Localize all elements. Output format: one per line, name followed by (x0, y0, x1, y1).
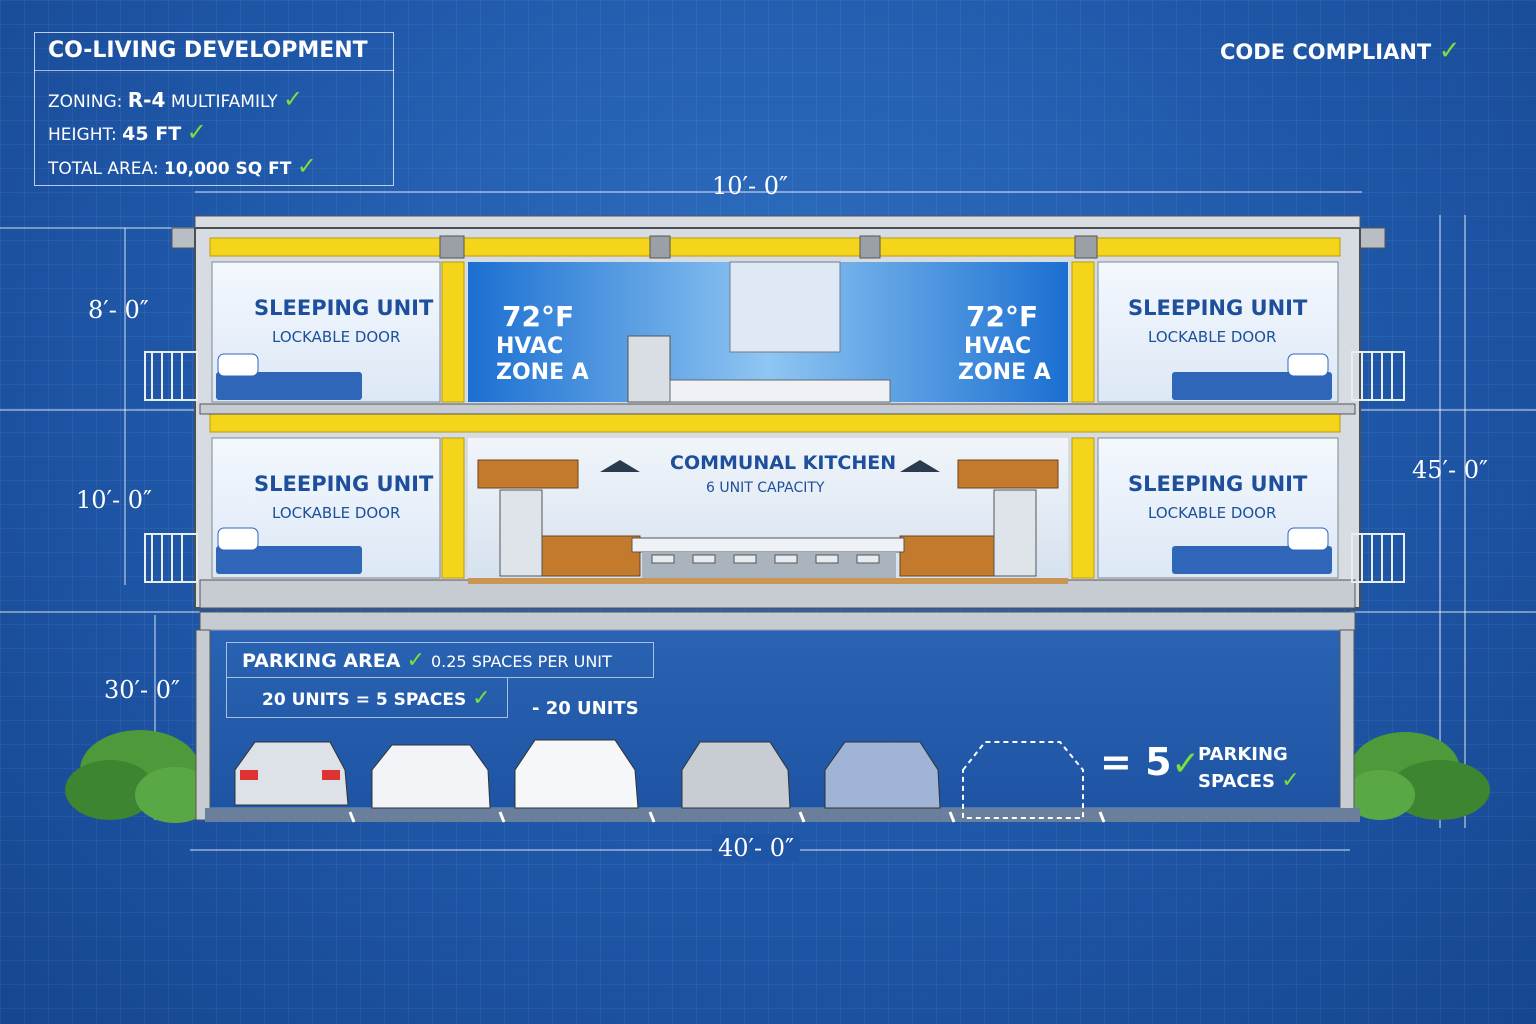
hvac-label-left: HVAC (496, 334, 564, 359)
area-row: TOTAL AREA: 10,000 SQ FT ✓ (48, 152, 317, 180)
height-check-icon: ✓ (186, 118, 207, 146)
parking-check-icon: ✓ (406, 648, 425, 673)
kitchen-sub: 6 UNIT CAPACITY (706, 480, 825, 496)
parking-result-value: = 5 (1100, 740, 1172, 784)
parking-stall-lines (348, 811, 1106, 823)
height-label: HEIGHT: (48, 125, 117, 145)
shrub-right (1345, 732, 1490, 820)
car-icon-4 (681, 741, 791, 809)
parking-calc: 20 UNITS = 5 SPACES (262, 690, 467, 710)
kitchen-cabinets (477, 459, 1059, 582)
project-title: CO-LIVING DEVELOPMENT (48, 38, 368, 63)
area-check-icon: ✓ (296, 152, 317, 180)
dim-parking-level: 30′- 0″ (104, 676, 180, 704)
project-info-box (34, 32, 394, 186)
parking-calc-check-icon: ✓ (472, 686, 491, 711)
zoning-value: R-4 (127, 88, 166, 112)
compliance-check-icon: ✓ (1438, 36, 1461, 66)
area-value: 10,000 SQ FT (163, 159, 292, 179)
sleeping-unit-title-br: SLEEPING UNIT (1128, 472, 1308, 496)
hvac-zone-left: ZONE A (496, 360, 589, 385)
dim-upper-floor: 8′- 0″ (88, 296, 149, 324)
bar-stools (651, 554, 880, 564)
car-icon-1 (234, 741, 349, 806)
dim-bottom-width: 40′- 0″ (712, 834, 800, 862)
pendant-lights (600, 460, 940, 472)
parking-spaces-check-icon: ✓ (1281, 768, 1300, 793)
balconies (144, 351, 1405, 583)
parking-calc-box (226, 678, 508, 718)
hvac-temp-right: 72°F (966, 300, 1039, 333)
dimension-lines (0, 191, 1536, 851)
parking-ratio-row: PARKING AREA ✓ 0.25 SPACES PER UNIT (242, 648, 612, 673)
dim-overall-height: 45′- 0″ (1412, 456, 1488, 484)
sleeping-unit-title-tl: SLEEPING UNIT (254, 296, 434, 320)
parking-ratio: 0.25 SPACES PER UNIT (430, 652, 612, 671)
area-label: TOTAL AREA: (48, 159, 159, 179)
sleeping-unit-sub-bl: LOCKABLE DOOR (272, 504, 401, 522)
bed-icons (216, 353, 1332, 574)
parking-ratio-box (226, 642, 654, 678)
dim-middle-floor: 10′- 0″ (76, 486, 152, 514)
hvac-temp-left: 72°F (502, 300, 575, 333)
parking-result-number: = 5✓ (1100, 740, 1200, 784)
zoning-check-icon: ✓ (282, 85, 304, 113)
car-icon-3 (514, 739, 639, 809)
zoning-row: ZONING: R-4 MULTIFAMILY ✓ (48, 85, 303, 113)
height-value: 45 FT (122, 123, 182, 145)
info-divider (34, 70, 394, 71)
shrub-left (65, 730, 215, 823)
sleeping-unit-sub-br: LOCKABLE DOOR (1148, 504, 1277, 522)
insulation (209, 237, 1341, 579)
hvac-label-right: HVAC (964, 334, 1032, 359)
height-row: HEIGHT: 45 FT ✓ (48, 118, 207, 146)
sleeping-unit-sub-tr: LOCKABLE DOOR (1148, 328, 1277, 346)
parking-result-line2-row: SPACES ✓ (1198, 768, 1300, 793)
sleeping-unit-title-tr: SLEEPING UNIT (1128, 296, 1308, 320)
hvac-zone-right: ZONE A (958, 360, 1051, 385)
kitchen-title: COMMUNAL KITCHEN (670, 452, 897, 474)
zoning-suffix: MULTIFAMILY (170, 92, 278, 112)
code-compliant-label: CODE COMPLIANT ✓ (1220, 36, 1460, 66)
parking-calc-row: 20 UNITS = 5 SPACES ✓ (262, 686, 491, 711)
car-icon-5 (824, 741, 941, 809)
parking-title: PARKING AREA (242, 650, 401, 672)
compliance-text: CODE COMPLIANT (1220, 40, 1432, 64)
units-note: - 20 UNITS (532, 698, 639, 719)
parking-result-line2: SPACES (1198, 771, 1275, 792)
car-icon-outline (962, 741, 1084, 819)
car-icon-2 (371, 744, 491, 809)
parking-result-line1: PARKING (1198, 744, 1288, 765)
sleeping-unit-title-bl: SLEEPING UNIT (254, 472, 434, 496)
parking-result-check-icon: ✓ (1171, 744, 1201, 784)
range-hood (729, 261, 841, 353)
zoning-label: ZONING: (48, 92, 123, 112)
dim-top-width: 10′- 0″ (712, 172, 788, 200)
sleeping-unit-sub-tl: LOCKABLE DOOR (272, 328, 401, 346)
